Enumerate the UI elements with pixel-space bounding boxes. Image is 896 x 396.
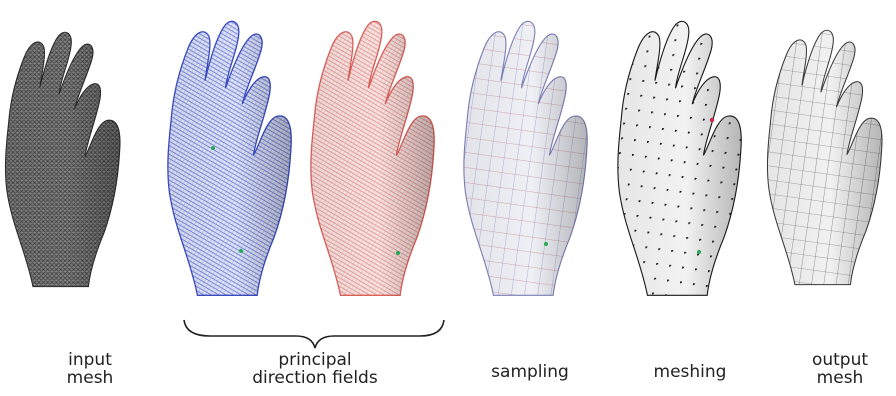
label-principal-direction-fields: principal direction fields: [225, 351, 405, 387]
label-sampling: sampling: [470, 363, 590, 381]
label-input-mesh: input mesh: [40, 351, 140, 387]
label-output-mesh: output mesh: [790, 351, 890, 387]
label-meshing: meshing: [630, 363, 750, 381]
